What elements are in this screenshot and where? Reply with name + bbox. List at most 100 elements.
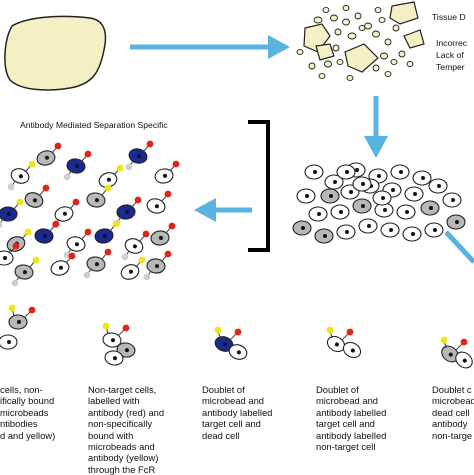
suspension-cell [336, 164, 356, 180]
suspension-cell [412, 170, 432, 186]
mixture-cell [128, 148, 148, 164]
caption-2: Non-target cells, labelled with antibody… [88, 384, 165, 475]
suspension-cell [314, 228, 334, 244]
doublet-cell [455, 351, 473, 369]
doublet-cell [116, 342, 136, 358]
section-title: Antibody Mediated Separation Specific [20, 120, 168, 130]
single-cell-suspension [292, 162, 466, 244]
mixture-cell [0, 206, 18, 222]
microbead-marker [121, 250, 130, 261]
mixture-cell [50, 260, 70, 276]
doublet-example-2 [102, 322, 136, 366]
mixture-cell [116, 204, 136, 220]
antibody-marker [109, 220, 120, 232]
antibody-marker [161, 250, 172, 262]
antibody-marker [169, 160, 180, 172]
antibody-red [341, 328, 354, 341]
suspension-cell [308, 206, 328, 222]
mixture-cell [124, 238, 144, 254]
antibody-marker [9, 242, 20, 254]
mixture-cell [36, 150, 56, 166]
label-tissue-dissociation: Tissue D [432, 12, 466, 22]
antibody-marker [13, 198, 24, 210]
antibody-red [455, 338, 468, 351]
suspension-cell [396, 204, 416, 220]
suspension-cell [296, 188, 316, 204]
microbead-marker [143, 270, 152, 281]
mixture-cell [146, 198, 166, 214]
antibody-yellow [326, 326, 334, 339]
label-lack-of: Lack of [436, 50, 464, 60]
suspension-cell [304, 164, 324, 180]
suspension-cell [372, 190, 392, 206]
antibody-marker [143, 140, 154, 152]
antibody-marker [131, 196, 142, 208]
suspension-cell [446, 214, 466, 230]
arrow-down [364, 96, 388, 158]
arrow-left [194, 198, 252, 222]
tissue-piece-icon [4, 15, 107, 91]
doublet-cell [0, 334, 18, 350]
mixture-cell [94, 228, 114, 244]
antibody-marker [135, 256, 146, 268]
antibody-marker [113, 164, 124, 176]
suspension-cell [352, 176, 372, 192]
caption-1: cells, non- ifically bound microbeads nt… [0, 384, 56, 441]
antibody-marker [161, 190, 172, 202]
suspension-cell [320, 188, 340, 204]
mixture-cell [10, 168, 30, 184]
suspension-cell [292, 220, 312, 236]
dissociated-tissue-fragments [303, 1, 425, 73]
antibody-red [117, 324, 130, 337]
mixture-cell [54, 206, 74, 222]
microbead-marker [0, 218, 4, 229]
antibody-marker [81, 150, 92, 162]
antibody-marker [21, 228, 32, 240]
mixture-cell [150, 230, 170, 246]
suspension-cell [404, 186, 424, 202]
mixture-cell [24, 192, 44, 208]
suspension-cell [402, 226, 422, 242]
antibody-marker [39, 184, 50, 196]
suspension-cell [420, 200, 440, 216]
antibody-yellow [440, 336, 448, 349]
microbead-marker [11, 276, 20, 287]
caption-5: Doublet c microbead dead cell antibody n… [432, 384, 474, 441]
mixture-cell [34, 228, 54, 244]
antibody-red [23, 306, 36, 319]
mixture-cell [0, 250, 14, 266]
mixture-cell [86, 256, 106, 272]
caption-3: Doublet of microbead and antibody labell… [202, 384, 273, 441]
microbead-marker [83, 268, 92, 279]
doublet-example-5 [440, 336, 473, 369]
suspension-cell [336, 224, 356, 240]
suspension-cell [428, 178, 448, 194]
antibody-red [229, 328, 242, 341]
suspension-cell [374, 202, 394, 218]
antibody-marker [49, 220, 60, 232]
doublet-example-4 [326, 326, 362, 359]
dissociated-cell-particles [296, 4, 414, 82]
doublet-cell [8, 314, 28, 330]
doublet-examples [0, 304, 473, 369]
mixture-cell [14, 264, 34, 280]
antibody-marker [29, 256, 40, 268]
microbead-marker [63, 170, 72, 181]
doublet-cell [102, 332, 122, 348]
suspension-cell [324, 174, 344, 190]
label-incorrect: Incorrec [436, 38, 468, 48]
microbead-marker [7, 180, 16, 191]
mixture-cell [120, 264, 140, 280]
doublet-cell [104, 350, 124, 366]
antibody-marker [65, 252, 76, 264]
arrow-offscreen [444, 230, 474, 264]
mixture-cell [66, 158, 86, 174]
antibody-yellow [8, 304, 16, 317]
antibody-marker [25, 160, 36, 172]
suspension-cell [330, 204, 350, 220]
arrow-dissociation [130, 35, 290, 59]
suspension-cell [424, 222, 444, 238]
labelled-cell-mixture [0, 140, 180, 287]
mixture-cell [86, 192, 106, 208]
